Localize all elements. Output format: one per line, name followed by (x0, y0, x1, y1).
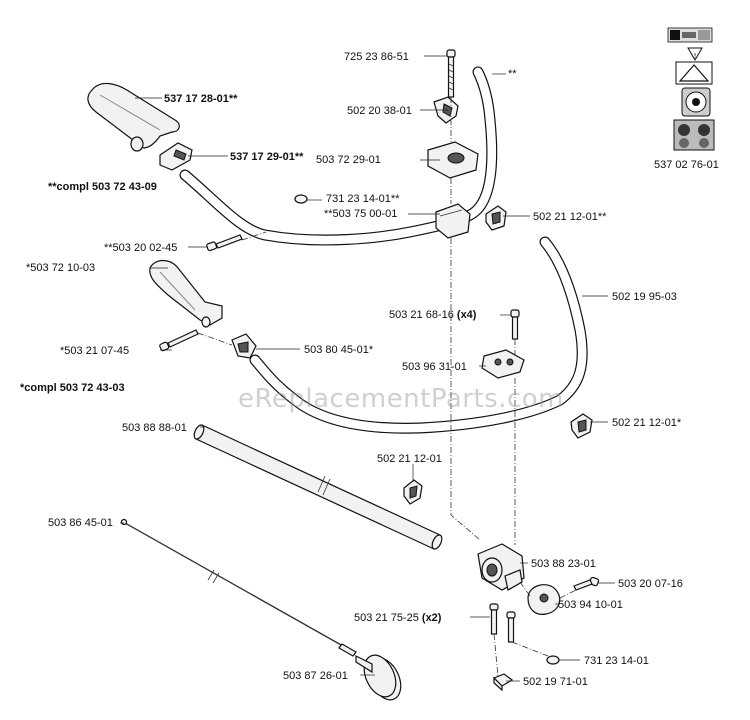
part-number: 503 21 68-16 (389, 309, 454, 321)
end-cap (355, 654, 402, 701)
bolt-top (446, 49, 456, 98)
label-503-21-68-16: 503 21 68-16 (x4) (389, 309, 476, 321)
label-537-17-29-01: 537 17 29-01** (230, 151, 304, 163)
label-503-88-23-01: 503 88 23-01 (531, 558, 596, 570)
decal-sheet-icon: ! (667, 27, 715, 151)
label-double-asterisk: ** (508, 68, 517, 80)
label-537-02-76-01: 537 02 76-01 (654, 159, 719, 171)
alignment-lines (197, 97, 577, 677)
label-503-87-26-01: 503 87 26-01 (283, 670, 348, 682)
bolt-mid (510, 309, 520, 340)
clamp-plate (481, 349, 525, 379)
lower-handlebar-tube (249, 236, 588, 434)
drive-cable (120, 518, 357, 657)
handle-clamp (159, 142, 193, 171)
label-502-21-12-01-double: 502 21 12-01** (533, 211, 607, 223)
label-503-20-02-45: **503 20 02-45 (104, 242, 178, 254)
label-compl-503-72-43-09: **compl 503 72 43-09 (48, 181, 157, 193)
label-503-94-10-01: 503 94 10-01 (558, 599, 623, 611)
label-502-19-71-01: 502 19 71-01 (523, 676, 588, 688)
washer-upper (294, 194, 308, 204)
label-731-23-14-01-lower: 731 23 14-01 (584, 655, 649, 667)
screw-pair (489, 603, 516, 643)
label-compl-503-72-43-03: *compl 503 72 43-03 (20, 382, 125, 394)
part-number: 503 21 75-25 (354, 612, 419, 624)
label-502-21-12-01: 502 21 12-01 (377, 453, 442, 465)
label-503-88-88-01: 503 88 88-01 (122, 422, 187, 434)
rubber-block-right (570, 413, 593, 439)
label-731-23-14-01-upper: 731 23 14-01** (326, 193, 400, 205)
handle-holder-clamp (435, 203, 471, 239)
square-nut (492, 673, 514, 692)
label-503-72-29-01: 503 72 29-01 (316, 154, 381, 166)
label-503-72-10-03: *503 72 10-03 (26, 262, 96, 274)
upper-handlebar-tube (179, 66, 498, 246)
watermark: eReplacementParts.com (238, 384, 565, 414)
label-537-17-28-01: 537 17 28-01** (164, 93, 238, 105)
label-503-21-75-25: 503 21 75-25 (x2) (354, 612, 441, 624)
screw-left (159, 329, 199, 352)
rubber-block-upper (485, 205, 507, 231)
shaft-clamp (477, 543, 525, 591)
label-503-96-31-01: 503 96 31-01 (402, 361, 467, 373)
quantity: (x4) (456, 309, 477, 321)
label-502-20-38-01: 502 20 38-01 (347, 105, 412, 117)
screw-right (573, 576, 600, 591)
tube-clamp (231, 333, 257, 359)
label-503-20-07-16: 503 20 07-16 (618, 578, 683, 590)
shaft-tube (193, 424, 443, 550)
leader-lines (120, 55, 615, 682)
quantity: (x2) (421, 612, 442, 624)
shield-bracket (527, 584, 561, 615)
label-502-21-12-01-single: 502 21 12-01* (612, 417, 682, 429)
label-503-21-07-45: *503 21 07-45 (60, 345, 130, 357)
label-503-80-45-01: 503 80 45-01* (304, 344, 374, 356)
label-503-86-45-01: 503 86 45-01 (48, 517, 113, 529)
rubber-block-mid (403, 479, 423, 505)
upper-bracket (427, 141, 479, 179)
loop-handle (149, 259, 223, 328)
label-502-19-95-03: 502 19 95-03 (612, 291, 677, 303)
svg-text:!: ! (694, 52, 697, 60)
label-725-23-86-51: 725 23 86-51 (344, 51, 409, 63)
label-503-75-00-01: **503 75 00-01 (324, 208, 398, 220)
washer-lower (546, 655, 560, 665)
handle-grip (87, 82, 180, 152)
screw-upper-left (206, 234, 243, 252)
